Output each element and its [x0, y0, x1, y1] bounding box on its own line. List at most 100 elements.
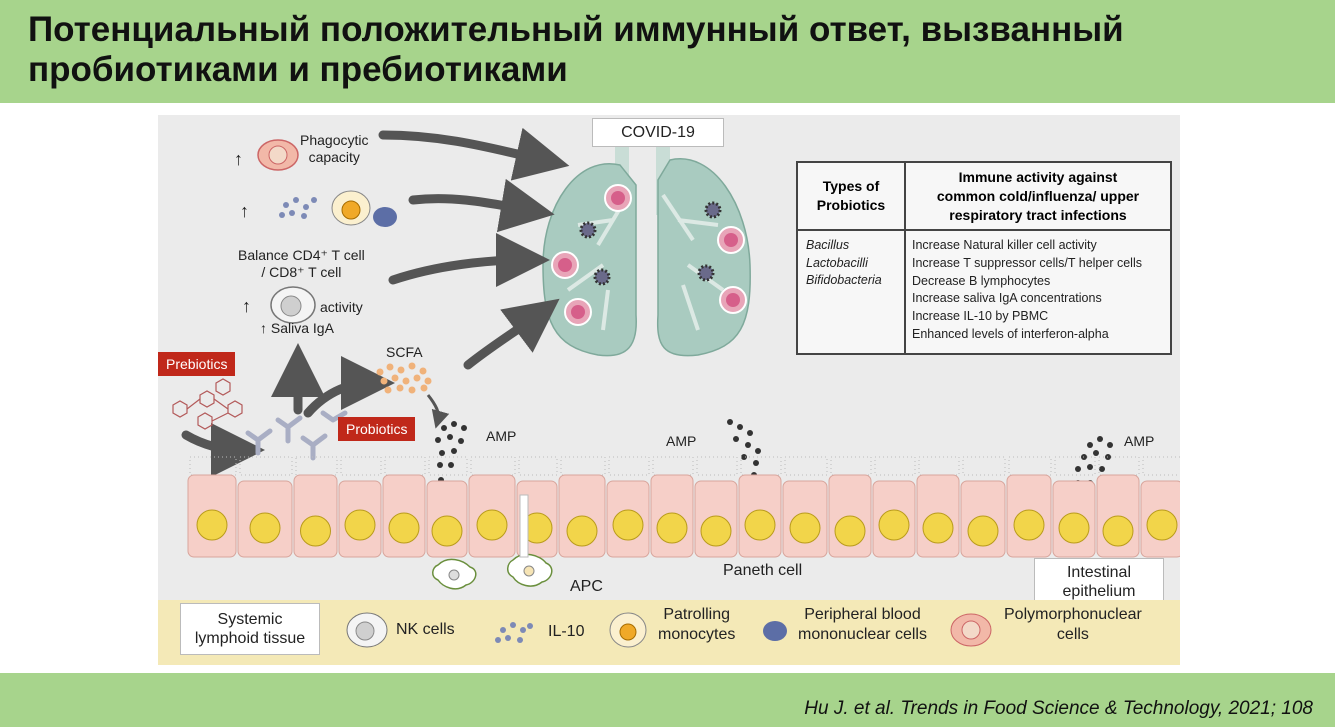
cell-nucleus	[344, 509, 376, 541]
microvilli	[830, 456, 872, 476]
apc-label: APC	[570, 578, 603, 595]
cell-nucleus	[1102, 515, 1134, 547]
balance-label: Balance CD4⁺ T cell / CD8⁺ T cell	[238, 247, 365, 280]
cell-nucleus	[300, 515, 331, 547]
legend-pmn-icon	[950, 613, 992, 647]
prebiotics-tag: Prebiotics	[158, 352, 236, 376]
microvilli	[560, 456, 606, 476]
amp-label-2: AMP	[666, 433, 697, 449]
cell-nucleus	[700, 515, 732, 547]
footer-band	[0, 673, 1335, 727]
microvilli	[470, 456, 516, 476]
cell-nucleus	[249, 512, 281, 544]
cell-nucleus	[967, 515, 999, 547]
table-activity: Increase IL-10 by PBMC	[912, 309, 1049, 324]
amp-label-1: AMP	[486, 428, 517, 444]
cell-nucleus	[744, 509, 776, 541]
amp-label-3: AMP	[1124, 433, 1155, 449]
cell-nucleus	[1058, 512, 1090, 544]
monocyte-cell	[331, 190, 397, 227]
covid-label: COVID-19	[592, 118, 724, 147]
cell-nucleus	[1146, 509, 1178, 541]
legend-il10-label: IL-10	[548, 623, 585, 640]
table-type: Bacillus	[806, 238, 850, 252]
microvilli	[1008, 456, 1052, 476]
table-divider	[904, 231, 906, 353]
probiotic-bacteria	[245, 410, 348, 461]
microvilli	[518, 456, 558, 476]
microvilli	[962, 456, 1006, 476]
scfa-label: SCFA	[386, 344, 423, 360]
table-activity: Increase saliva IgA concentrations	[912, 291, 1102, 306]
phagocyte-cell	[257, 139, 299, 171]
legend-monocyte-label: Patrolling monocytes	[658, 606, 736, 643]
cell-nucleus	[656, 512, 688, 544]
cell-nucleus	[878, 509, 910, 541]
microvilli	[608, 456, 650, 476]
microvilli	[918, 456, 960, 476]
saliva-label: ↑ Saliva IgA	[260, 320, 334, 336]
scfa-dots	[376, 362, 432, 394]
table-activity: Increase T suppressor cells/T helper cel…	[912, 255, 1142, 270]
microvilli	[295, 456, 338, 476]
activity-label: activity	[320, 299, 363, 315]
cell-nucleus	[431, 515, 463, 547]
table-activity: Increase Natural killer cell activity	[912, 238, 1097, 252]
up-arrow-phagocytic: ↑	[234, 149, 243, 169]
up-arrow-nk: ↑	[242, 296, 251, 316]
nk-cell	[270, 286, 316, 324]
phagocytic-label: Phagocytic capacity	[300, 132, 369, 165]
microvilli	[696, 456, 738, 476]
probiotics-table: Types of Probiotics Immune activity agai…	[796, 161, 1172, 355]
table-activity-column: Increase Natural killer cell activity In…	[912, 237, 1142, 344]
microvilli	[428, 456, 468, 476]
cell-nucleus	[196, 509, 228, 541]
diagram-figure: COVID-19 ↑ Phagocytic capacity ↑ Balance…	[158, 115, 1180, 665]
microvilli	[239, 456, 293, 476]
microvilli	[874, 456, 916, 476]
paneth-label: Paneth cell	[723, 562, 803, 579]
legend-pmn-label: Polymorphonuclear cells	[1004, 606, 1142, 643]
probiotics-tag: Probiotics	[338, 417, 416, 441]
legend-il10-icon	[495, 622, 533, 643]
legend-pbmc-icon	[763, 621, 787, 641]
microvilli	[1054, 456, 1096, 476]
microvilli	[189, 456, 237, 476]
legend-systemic: Systemic lymphoid tissue	[180, 603, 320, 655]
scfa-arrow	[426, 394, 450, 429]
diagram-graphics	[172, 127, 1180, 590]
cell-nucleus	[566, 515, 598, 547]
lungs	[542, 145, 751, 357]
cell-nucleus	[789, 512, 821, 544]
legend-pbmc-label: Peripheral blood mononuclear cells	[798, 606, 927, 643]
legend-monocyte-icon	[609, 612, 647, 648]
cell-nucleus	[1013, 509, 1045, 541]
microvilli	[384, 456, 426, 476]
microvilli	[784, 456, 828, 476]
legend-nk-label: NK cells	[396, 621, 455, 638]
microvilli	[1142, 456, 1180, 476]
up-arrow-monocyte: ↑	[240, 201, 249, 221]
table-type: Bifidobacteria	[806, 273, 882, 287]
table-type: Lactobacilli	[806, 255, 868, 270]
legend-nk-icon	[346, 612, 388, 648]
microvilli	[740, 456, 782, 476]
cell-nucleus	[476, 509, 508, 541]
table-header-activity: Immune activity against common cold/infl…	[906, 163, 1170, 231]
cell-nucleus	[612, 509, 644, 541]
il10-dots	[279, 197, 317, 219]
table-types-column: Bacillus Lactobacilli Bifidobacteria	[806, 237, 882, 290]
microvilli	[1098, 456, 1140, 476]
table-activity: Enhanced levels of interferon-alpha	[912, 326, 1109, 341]
table-activity: Decrease B lymphocytes	[912, 273, 1051, 288]
apc-cells	[432, 494, 553, 590]
microvilli	[340, 456, 382, 476]
microvilli	[652, 456, 694, 476]
intestinal-label: Intestinal epithelium	[1034, 558, 1164, 606]
epithelium	[187, 456, 1180, 558]
legend: Systemic lymphoid tissue NK cells IL-10 …	[158, 600, 1180, 665]
effect-arrows	[181, 127, 570, 477]
cell-nucleus	[922, 512, 954, 544]
cell-nucleus	[388, 512, 420, 544]
table-header-types: Types of Probiotics	[798, 163, 906, 231]
